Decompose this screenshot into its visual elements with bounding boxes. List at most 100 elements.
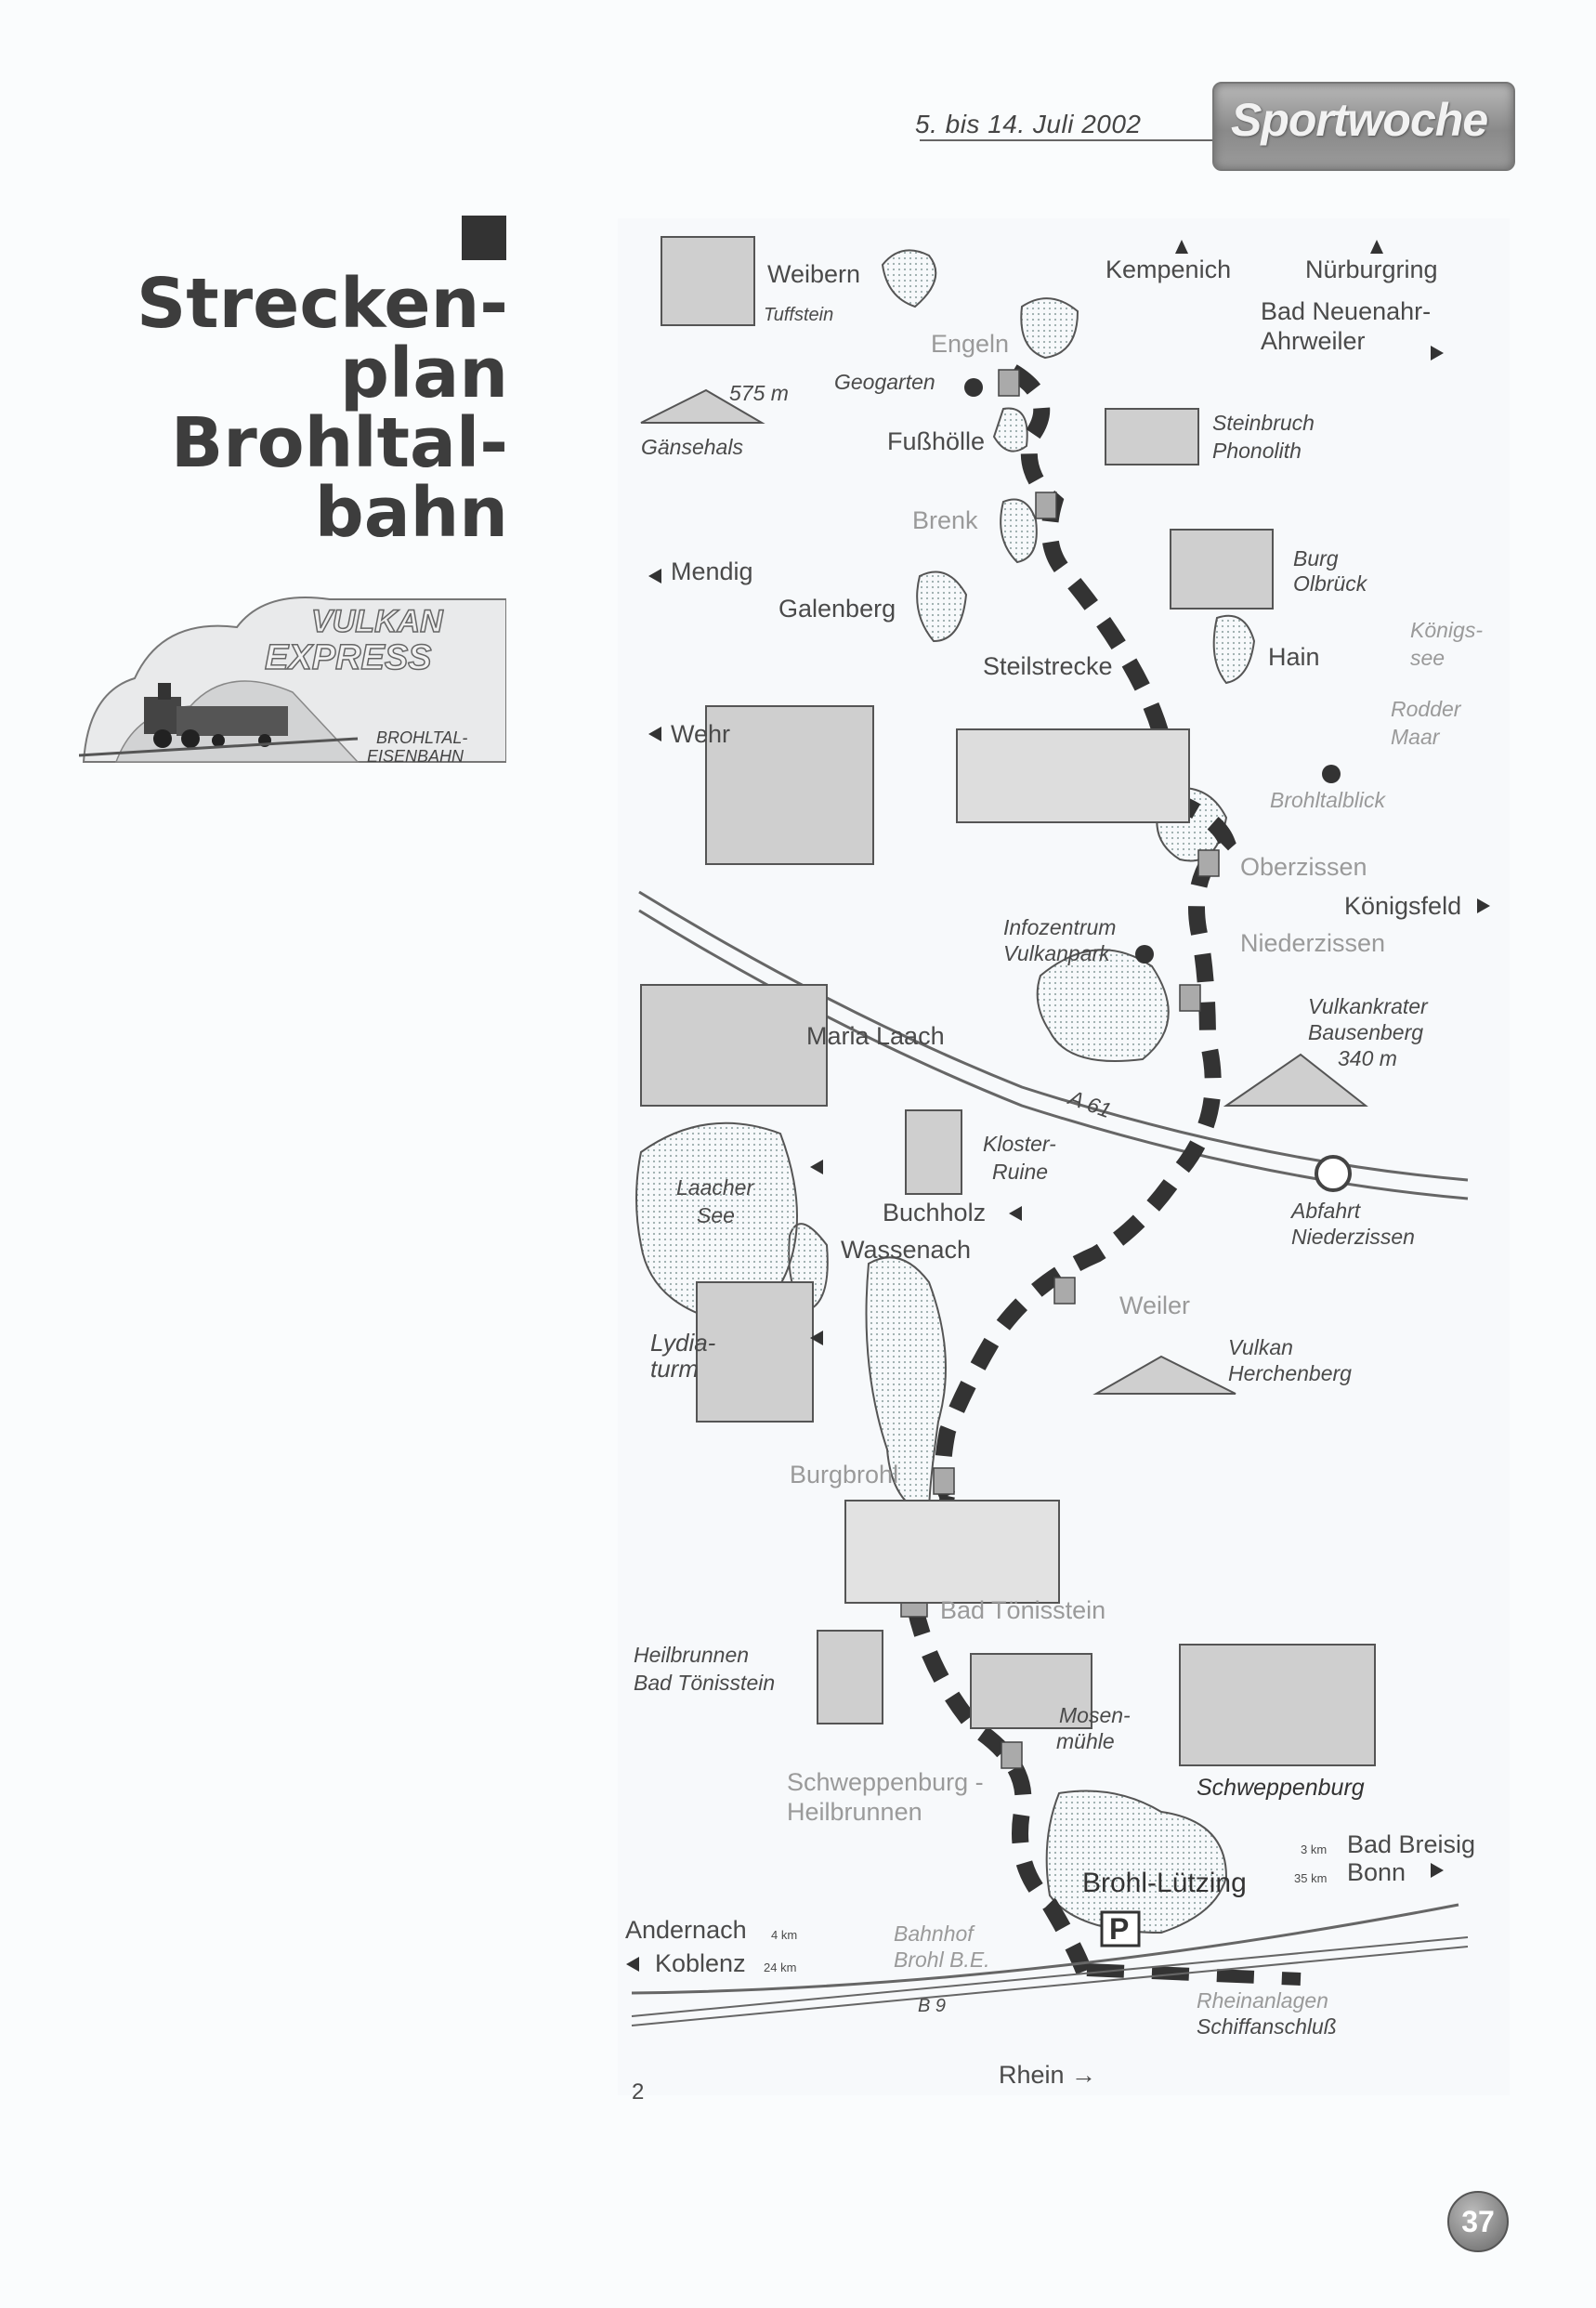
- label-fusshoelle: Fußhölle: [887, 427, 986, 455]
- station-markers: [900, 369, 1220, 1769]
- label-brenk: Brenk: [912, 506, 978, 534]
- label-kloster-2: Ruine: [992, 1160, 1049, 1184]
- title-line: plan: [340, 334, 508, 413]
- label-koenigssee-2: see: [1410, 646, 1446, 670]
- gaensehals-mountain-icon: [640, 388, 765, 424]
- header-underline: [920, 139, 1226, 141]
- heilbrunnen-fountain-illustration: [817, 1630, 883, 1724]
- label-koblenz-km: 24 km: [764, 1960, 797, 1974]
- label-lydia-2: turm: [650, 1355, 699, 1383]
- label-b9: B 9: [918, 1996, 947, 2016]
- label-steinbruch-1: Steinbruch: [1212, 411, 1315, 435]
- label-mosen-1: Mosen-: [1059, 1703, 1131, 1727]
- logo-brand-bottom: EXPRESS: [265, 638, 432, 677]
- direction-arrows: [626, 240, 1490, 1972]
- label-bahnhof-2: Brohl B.E.: [894, 1947, 990, 1972]
- tuffstein-illustration: [661, 236, 755, 326]
- label-bad-neuenahr-2: Ahrweiler: [1261, 327, 1366, 355]
- label-galenberg: Galenberg: [778, 595, 896, 623]
- title-line: bahn: [314, 473, 508, 553]
- label-bad-neuenahr-1: Bad Neuenahr-: [1261, 297, 1432, 325]
- label-weibern: Weibern: [767, 260, 861, 288]
- label-geogarten: Geogarten: [834, 370, 935, 394]
- label-schweppenburg-station-1: Schweppenburg -: [787, 1768, 984, 1796]
- label-tuffstein: Tuffstein: [764, 305, 834, 325]
- page-number-badge: 37: [1447, 2191, 1509, 2252]
- label-niederzissen: Niederzissen: [1240, 929, 1386, 957]
- label-kempenich: Kempenich: [1105, 256, 1232, 283]
- steinbruch-illustration: [1105, 408, 1199, 466]
- label-koenigsfeld: Königsfeld: [1344, 892, 1462, 920]
- page-title: Strecken- plan Brohltal- bahn: [137, 269, 508, 548]
- label-burgbrohl: Burgbrohl: [790, 1461, 899, 1488]
- logo-brand-top: VULKAN: [311, 604, 444, 639]
- junction-icon: [1315, 1155, 1352, 1192]
- label-kloster-1: Kloster-: [983, 1132, 1056, 1156]
- label-rodder-2: Maar: [1391, 725, 1440, 749]
- label-wassenach: Wassenach: [841, 1236, 972, 1264]
- label-heilbrunnen-1: Heilbrunnen: [634, 1643, 750, 1667]
- poi-dots: [964, 378, 1341, 964]
- label-brohl-luetzing: Brohl-Lützing: [1082, 1868, 1247, 1898]
- label-bad-breisig: Bad Breisig: [1347, 1830, 1476, 1858]
- label-rheinanlagen-1: Rheinanlagen: [1197, 1988, 1328, 2013]
- label-vulkankrater-1: Vulkankrater: [1308, 994, 1428, 1018]
- label-buchholz: Buchholz: [883, 1199, 987, 1226]
- label-andernach: Andernach: [625, 1916, 747, 1944]
- label-height-575: 575 m: [729, 381, 789, 405]
- label-oberzissen: Oberzissen: [1240, 853, 1367, 881]
- title-line: Strecken-: [136, 264, 508, 344]
- label-maria-laach: Maria Laach: [806, 1022, 945, 1050]
- label-mendig: Mendig: [671, 557, 753, 585]
- label-infozentrum-1: Infozentrum: [1003, 915, 1117, 939]
- label-bad-breisig-km: 3 km: [1301, 1842, 1328, 1856]
- vulkan-express-logo: VULKAN EXPRESS BROHLTAL- EISENBAHN: [79, 597, 506, 766]
- label-wehr: Wehr: [671, 720, 731, 748]
- label-rodder-1: Rodder: [1391, 697, 1461, 721]
- section-badge: Sportwoche: [1212, 82, 1515, 171]
- village-areas: [788, 249, 1256, 1934]
- label-mosen-2: mühle: [1056, 1729, 1115, 1753]
- label-bad-toenisstein: Bad Tönisstein: [940, 1596, 1106, 1624]
- label-rhein: Rhein →: [999, 2061, 1097, 2089]
- label-vulkankrater-3: 340 m: [1338, 1046, 1397, 1070]
- maria-laach-abbey-illustration: [640, 984, 828, 1107]
- label-bahnhof-1: Bahnhof: [894, 1921, 974, 1946]
- label-vulkan-2: Herchenberg: [1228, 1361, 1352, 1385]
- viaduct-illustration: [956, 728, 1190, 823]
- label-schweppenburg-station-2: Heilbrunnen: [787, 1798, 922, 1826]
- mosenmuehle-illustration: [970, 1653, 1092, 1729]
- label-infozentrum-2: Vulkanpark: [1003, 941, 1110, 965]
- section-badge-label: Sportwoche: [1231, 94, 1488, 146]
- label-bonn: Bonn: [1347, 1858, 1406, 1886]
- label-abfahrt-2: Niederzissen: [1291, 1225, 1415, 1249]
- schweppenburg-castle-illustration: [1179, 1644, 1376, 1766]
- label-lydia-1: Lydia-: [650, 1329, 716, 1357]
- kloster-ruine-illustration: [905, 1109, 962, 1195]
- label-engeln: Engeln: [931, 330, 1010, 358]
- label-hain: Hain: [1268, 643, 1320, 671]
- road-b9: [631, 1903, 1459, 1995]
- label-abfahrt-1: Abfahrt: [1291, 1199, 1361, 1223]
- label-rheinanlagen-2: Schiffanschluß: [1197, 2014, 1337, 2039]
- railway-route: [935, 364, 1236, 1501]
- label-schweppenburg: Schweppenburg: [1197, 1775, 1365, 1801]
- parking-icon: [1100, 1910, 1141, 1947]
- label-koblenz: Koblenz: [655, 1949, 746, 1977]
- label-andernach-km: 4 km: [771, 1928, 798, 1942]
- burgbrohl-tunnel-illustration: [844, 1500, 1060, 1604]
- logo-company-line2: EISENBAHN: [367, 747, 464, 766]
- label-vulkankrater-2: Bausenberg: [1308, 1020, 1424, 1044]
- title-bullet: [462, 216, 506, 260]
- footer-left-mark: 2: [632, 2079, 645, 2105]
- label-steinbruch-2: Phonolith: [1212, 439, 1302, 463]
- parking-label: P: [1109, 1912, 1130, 1946]
- label-vulkan-1: Vulkan: [1228, 1335, 1293, 1359]
- label-burg-1: Burg: [1293, 546, 1339, 570]
- title-line: Brohltal-: [170, 403, 508, 483]
- label-nuerburgring: Nürburgring: [1305, 256, 1438, 283]
- label-burg-2: Olbrück: [1293, 571, 1367, 596]
- label-laacher-1: Laacher: [676, 1175, 754, 1200]
- lydiaturm-illustration: [696, 1281, 814, 1423]
